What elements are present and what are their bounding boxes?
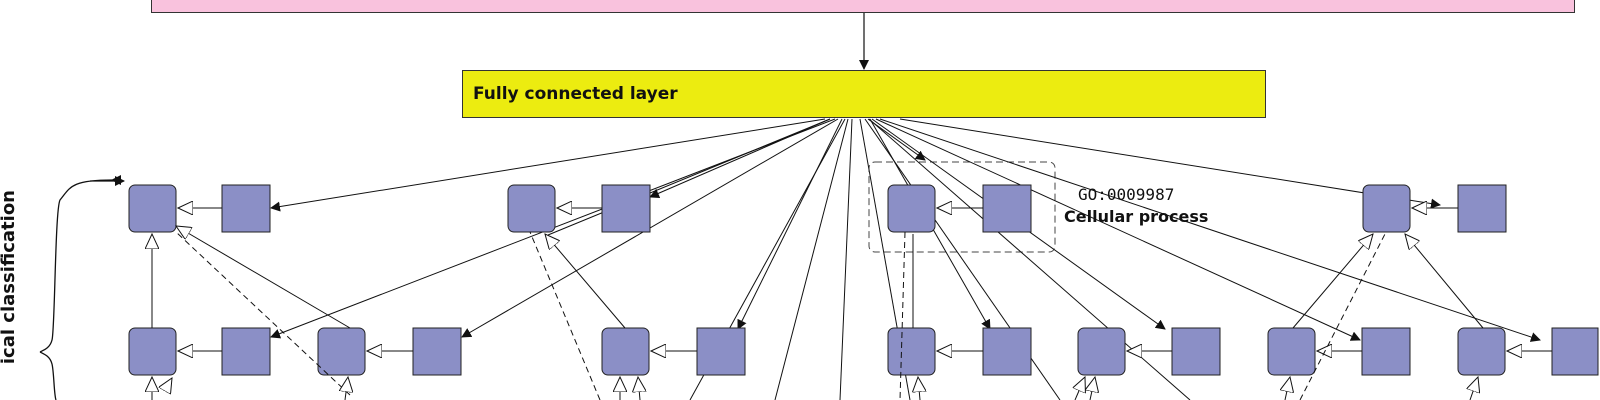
term-node <box>1457 327 1506 376</box>
term-node <box>507 184 556 233</box>
input-node <box>1457 184 1507 233</box>
term-node <box>317 327 366 376</box>
input-node <box>1361 327 1411 376</box>
hierarchy-edges <box>152 226 1484 400</box>
term-node <box>128 184 177 233</box>
term-node <box>1267 327 1316 376</box>
input-node <box>982 327 1032 376</box>
fully-connected-layer-label: Fully connected layer <box>473 84 678 104</box>
fully-connected-layer: Fully connected layer <box>462 70 1266 118</box>
term-node <box>128 327 177 376</box>
term-node <box>1362 184 1411 233</box>
node-row-2 <box>128 327 1599 376</box>
go-term-highlight-box <box>868 161 1056 253</box>
input-node <box>221 184 271 233</box>
input-node <box>601 184 651 233</box>
input-node <box>1171 327 1221 376</box>
input-to-term-edges <box>178 208 1552 351</box>
term-node <box>887 327 936 376</box>
input-node <box>696 327 746 376</box>
input-node <box>1551 327 1599 376</box>
input-node <box>982 184 1032 233</box>
go-term-id: GO:0009987 <box>1078 185 1175 204</box>
input-node <box>221 327 271 376</box>
term-node <box>887 184 936 233</box>
input-node <box>412 327 462 376</box>
top-layer-bar <box>151 0 1575 13</box>
term-node <box>1077 327 1126 376</box>
hierarchy-brace-lower <box>39 351 57 400</box>
hierarchy-brace <box>39 174 122 353</box>
node-row-1 <box>128 184 1507 233</box>
term-node <box>601 327 650 376</box>
